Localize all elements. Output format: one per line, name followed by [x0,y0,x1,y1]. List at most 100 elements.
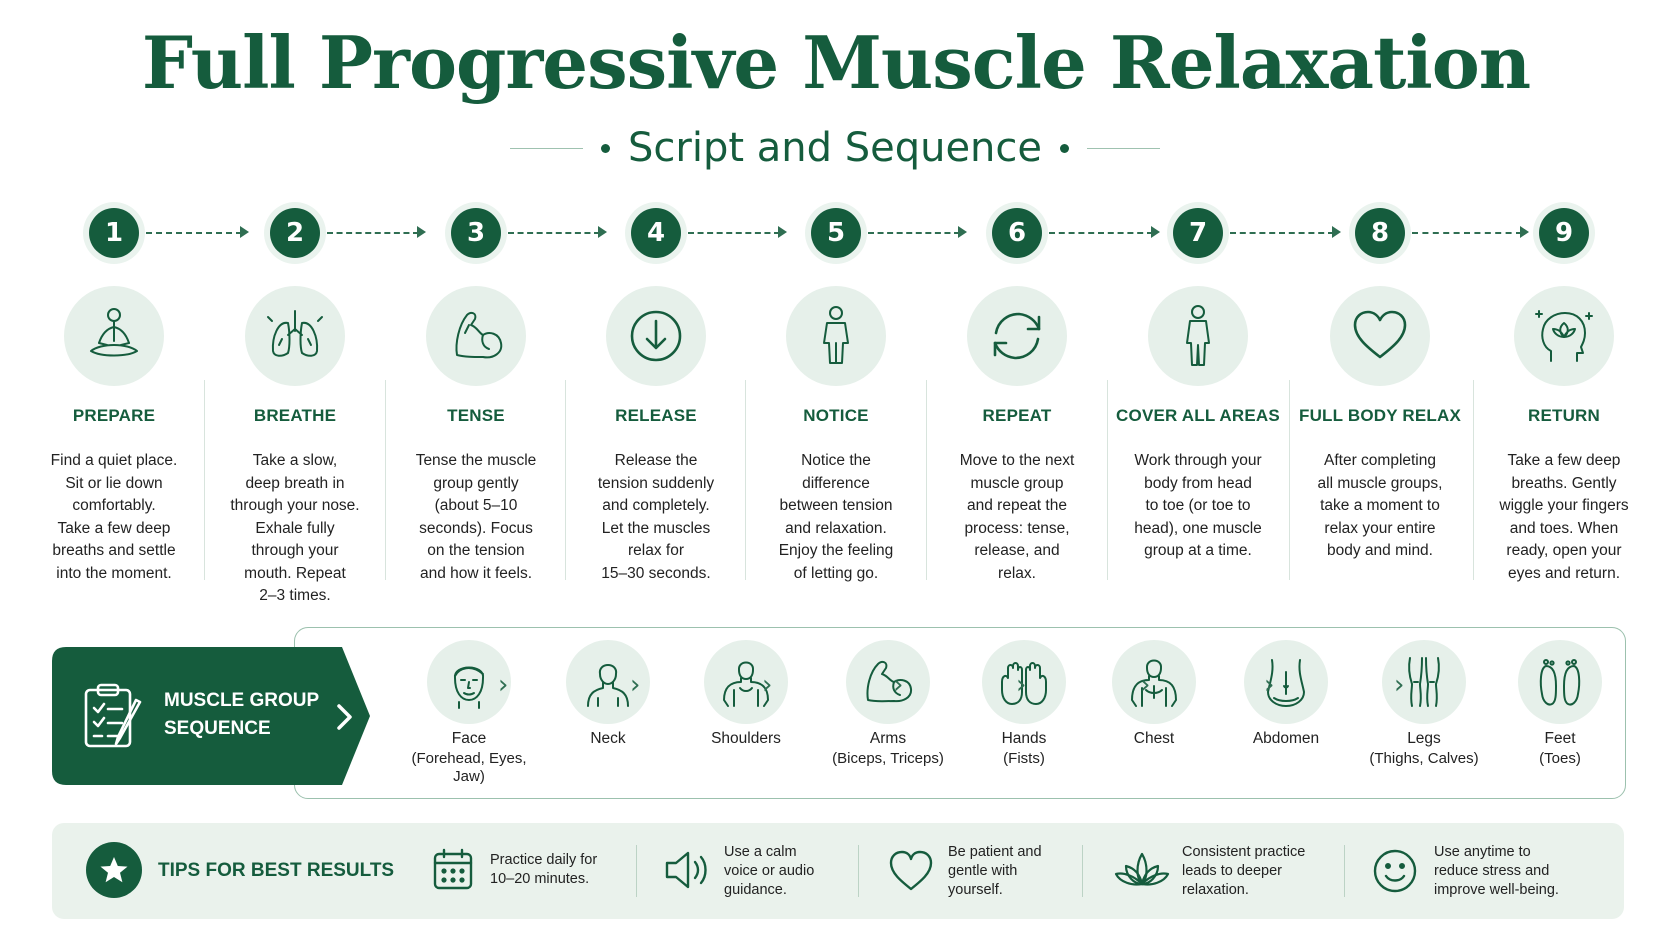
muscle-group-name: Chest [1133,730,1175,747]
step-number-badge: 9 [1533,202,1595,264]
step-number-badge: 1 [83,202,145,264]
tip-item: Consistent practice leads to deeper rela… [1114,843,1334,903]
step-label: RELEASE [615,406,697,425]
muscle-group-sequence-tag: MUSCLE GROUP SEQUENCE [52,647,370,785]
arm-icon [846,640,930,724]
tip-divider [636,845,637,897]
step-label: COVER ALL AREAS [1116,406,1280,425]
step-description: Find a quiet place. Sit or lie down comf… [50,452,178,582]
step-number-badge: 2 [264,202,326,264]
lotus-icon [1114,852,1170,886]
page-title: Full Progressive Muscle Relaxation [141,20,1531,105]
page-subtitle: Script and Sequence [628,125,1043,171]
step-label: REPEAT [982,406,1052,425]
column-divider [745,380,746,580]
tips-title: TIPS FOR BEST RESULTS [158,860,395,881]
step-label: TENSE [447,406,505,425]
step-number-badge: 5 [805,202,867,264]
muscle-group-detail: (Thighs, Calves) [1369,750,1479,767]
bullet-dot [601,143,610,153]
muscle-group-detail: (Fists) [1003,750,1045,767]
arrow-down-circle-icon [606,286,706,386]
chevron-right-icon: › [1140,670,1151,700]
legs-icon [1382,640,1466,724]
step-number-badge: 8 [1349,202,1411,264]
step-connector [688,232,780,234]
arrow-right-icon [1520,226,1529,238]
feet-icon [1518,640,1602,724]
tip-text: Practice daily for 10–20 minutes. [490,852,598,887]
abdomen-icon [1244,640,1328,724]
tip-divider [858,845,859,897]
star-icon [86,842,142,898]
muscle-group-detail: (Toes) [1539,750,1581,767]
step-number-badge: 7 [1167,202,1229,264]
chevron-right-icon: › [1264,670,1275,700]
step-description: Tense the muscle group gently (about 5–1… [415,452,537,582]
column-divider [204,380,205,580]
step-description: After completing all muscle groups, take… [1317,452,1443,559]
step-number-badge: 3 [445,202,507,264]
step-description: Move to the next muscle group and repeat… [959,452,1075,582]
arrow-right-icon [1151,226,1160,238]
lungs-icon [245,286,345,386]
muscle-group-name: Shoulders [711,730,781,747]
flexed-arm-icon [426,286,526,386]
tag-label: MUSCLE GROUP [164,690,320,711]
tips-panel [52,823,1624,919]
arrow-right-icon [598,226,607,238]
step-description: Take a few deep breaths. Gently wiggle y… [1499,452,1629,582]
step-description: Notice the difference between tension an… [778,452,894,582]
step-description: Release the tension suddenly and complet… [597,452,715,582]
tag-background [52,647,370,785]
chevron-right-icon: › [1016,670,1027,700]
tip-item: Practice daily for 10–20 minutes. [432,843,617,903]
muscle-group-name: Legs [1407,730,1441,747]
meditation-icon [64,286,164,386]
arrow-right-icon [1332,226,1341,238]
heart-icon [889,850,933,891]
column-divider [1107,380,1108,580]
repeat-icon [967,286,1067,386]
face-icon [427,640,511,724]
muscle-group-detail: (Biceps, Triceps) [832,750,944,767]
column-divider [1473,380,1474,580]
subtitle-row: Script and Sequence [510,118,1161,178]
divider [1087,147,1161,149]
tip-text: Be patient and gentle with yourself. [948,844,1042,898]
step-description: Work through your body from head to toe … [1134,452,1262,559]
step-connector [868,232,960,234]
step-label: RETURN [1527,406,1601,425]
chevron-right-icon: › [762,670,773,700]
step-connector [1049,232,1153,234]
steps-row: 1 PREPARE Find a quiet place. Sit or lie… [0,198,1672,618]
column-divider [926,380,927,580]
arrow-right-icon [417,226,426,238]
muscle-group-name: Hands [1001,730,1047,747]
column-divider [385,380,386,580]
tip-item: Use anytime to reduce stress and improve… [1372,843,1602,903]
mind-lotus-icon [1514,286,1614,386]
step-connector [327,232,419,234]
chevron-right-icon: › [893,670,904,700]
divider [510,147,583,149]
chevron-right-icon: › [498,670,509,700]
arrow-right-icon [240,226,249,238]
muscle-group-name: Feet [1544,730,1576,747]
clipboard-icon [84,683,142,748]
step-label: NOTICE [803,406,869,425]
step-label: BREATHE [253,406,337,425]
calendar-icon [433,848,473,890]
arrow-right-icon [958,226,967,238]
muscle-group-name: Neck [590,730,626,747]
muscle-group-detail: (Forehead, Eyes,Jaw) [411,750,527,785]
step-number-badge: 6 [986,202,1048,264]
chevron-right-icon: › [630,670,641,700]
body-outline-icon [1148,286,1248,386]
muscle-group-name: Arms [869,730,907,747]
column-divider [1289,380,1290,580]
step-description: Take a slow, deep breath in through your… [230,452,360,604]
chevron-right-icon: › [1394,670,1405,700]
smile-icon [1373,849,1417,893]
shoulders-icon [704,640,788,724]
